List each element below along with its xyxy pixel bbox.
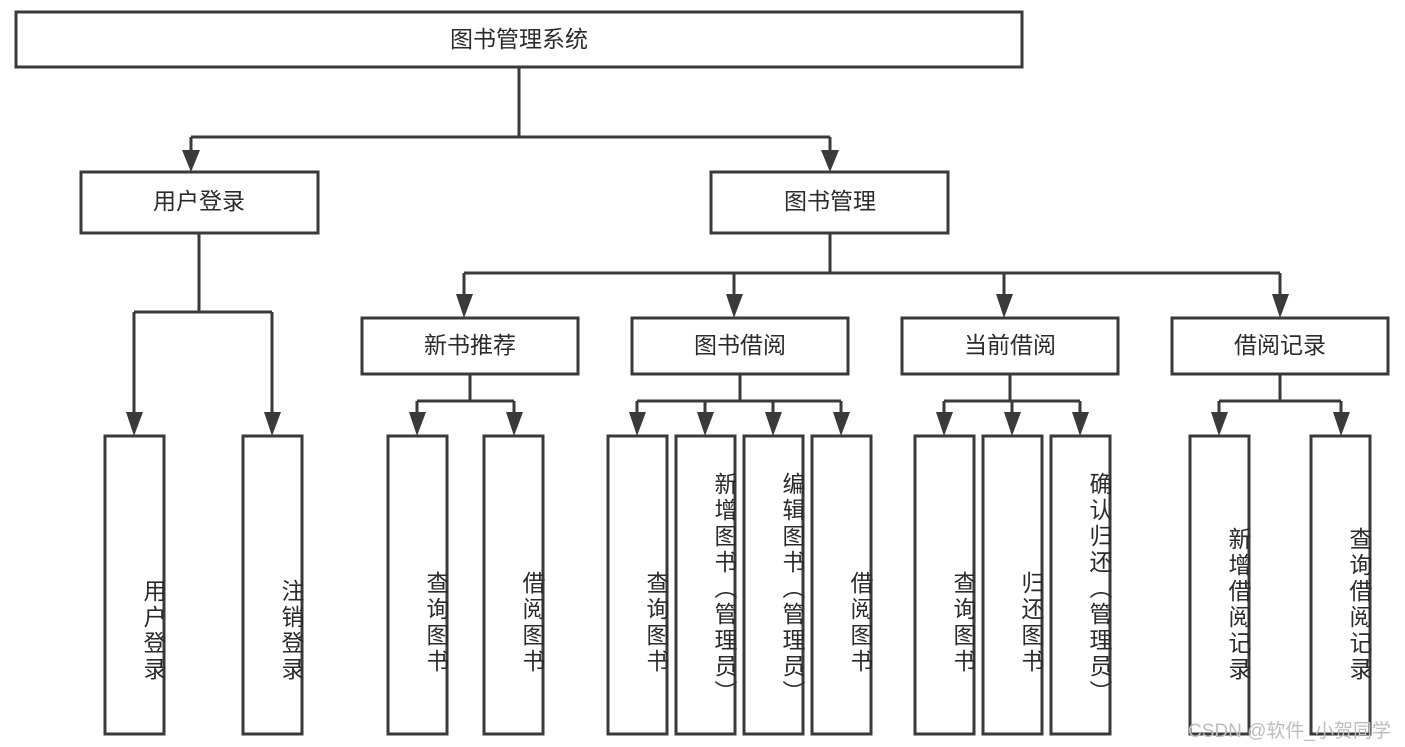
leaf-borrow-book-recommend-label: 借阅图书 bbox=[519, 571, 545, 675]
leaf-add-borrow-record-label: 新增借阅记录 bbox=[1225, 527, 1251, 683]
arrow-head-leaf-add-book bbox=[697, 412, 714, 436]
arrow-head-leaf-add-borrow-record bbox=[1211, 412, 1228, 436]
leaf-confirm-return-label: 确认归还（管理员） bbox=[1086, 472, 1112, 706]
node-borrow-record-box[interactable] bbox=[1170, 316, 1390, 376]
arrow-head-leaf-confirm-return bbox=[1072, 412, 1089, 436]
leaf-query-book-recommend-label: 查询图书 bbox=[423, 571, 449, 675]
arrow-head-leaf-borrow-book bbox=[833, 412, 850, 436]
node-current-borrow[interactable]: 当前借阅 bbox=[900, 316, 1120, 376]
leaf-query-book-borrow-box[interactable] bbox=[606, 434, 669, 736]
leaf-borrow-book-recommend-box[interactable] bbox=[482, 434, 545, 736]
leaf-return-book-label: 归还图书 bbox=[1018, 571, 1044, 675]
arrow-head-leaf-user-login bbox=[126, 412, 143, 436]
connector-group-current-borrow bbox=[936, 374, 1089, 436]
leaf-borrow-book-label: 借阅图书 bbox=[847, 571, 873, 675]
arrow-head-leaf-query-borrow-record bbox=[1333, 412, 1350, 436]
leaf-add-book-box[interactable] bbox=[674, 434, 737, 736]
connector-group-book-borrow bbox=[629, 374, 850, 436]
arrow-head-leaf-edit-book bbox=[765, 412, 782, 436]
node-root-label: 图书管理系统 bbox=[450, 26, 588, 52]
leaf-user-login-box[interactable] bbox=[103, 434, 166, 736]
leaf-borrow-book-box[interactable] bbox=[810, 434, 873, 736]
leaf-confirm-return-box[interactable] bbox=[1049, 434, 1112, 736]
node-book-borrow-label: 图书借阅 bbox=[694, 332, 786, 358]
node-root-box[interactable] bbox=[14, 10, 1024, 69]
leaf-query-book-current-label: 查询图书 bbox=[950, 571, 976, 675]
arrow-head-leaf-query-book-current bbox=[936, 412, 953, 436]
node-book-borrow[interactable]: 图书借阅 bbox=[630, 316, 850, 376]
leaf-edit-book-box[interactable] bbox=[742, 434, 805, 736]
leaf-query-book-borrow-label: 查询图书 bbox=[643, 571, 669, 675]
leaf-boxes bbox=[103, 434, 1372, 736]
leaf-return-book-box[interactable] bbox=[981, 434, 1044, 736]
arrow-head-leaf-borrow-book-recommend bbox=[506, 412, 523, 436]
arrow-head-to-book-borrow bbox=[726, 294, 743, 318]
arrow-head-leaf-query-book-borrow bbox=[629, 412, 646, 436]
arrow-head-to-new-book-recommend bbox=[456, 294, 473, 318]
leaf-user-login-label: 用户登录 bbox=[140, 578, 166, 683]
node-book-borrow-box[interactable] bbox=[630, 316, 850, 376]
node-current-borrow-label: 当前借阅 bbox=[964, 332, 1056, 358]
connector-group-user-login bbox=[126, 233, 281, 436]
arrow-head-leaf-return-book bbox=[1004, 412, 1021, 436]
leaf-query-borrow-record-label: 查询借阅记录 bbox=[1346, 527, 1372, 683]
leaf-edit-book-label: 编辑图书（管理员） bbox=[779, 472, 805, 706]
connector-group-borrow-record bbox=[1211, 374, 1350, 436]
leaf-query-book-current-box[interactable] bbox=[913, 434, 976, 736]
leaf-query-borrow-record-box[interactable] bbox=[1309, 434, 1372, 736]
connector-group-book-management bbox=[456, 233, 1289, 318]
connector-group-root bbox=[182, 67, 839, 172]
arrow-head-to-borrow-record bbox=[1272, 294, 1289, 318]
node-book-management[interactable]: 图书管理 bbox=[709, 170, 950, 235]
arrow-head-to-user-login bbox=[182, 150, 200, 172]
connector-group-new-book-recommend bbox=[409, 374, 523, 436]
node-new-book-recommend[interactable]: 新书推荐 bbox=[360, 316, 580, 376]
leaf-user-logout-box[interactable] bbox=[241, 434, 304, 736]
node-current-borrow-box[interactable] bbox=[900, 316, 1120, 376]
node-borrow-record-label: 借阅记录 bbox=[1234, 332, 1326, 358]
leaf-add-book-label: 新增图书（管理员） bbox=[711, 472, 737, 706]
node-user-login-box[interactable] bbox=[79, 170, 320, 235]
arrow-head-to-book-management bbox=[821, 150, 839, 172]
node-new-book-recommend-label: 新书推荐 bbox=[424, 332, 516, 358]
node-book-management-label: 图书管理 bbox=[784, 188, 876, 214]
arrow-head-to-current-borrow bbox=[996, 294, 1013, 318]
leaf-add-borrow-record-box[interactable] bbox=[1188, 434, 1251, 736]
leaf-user-logout-label: 注销登录 bbox=[278, 578, 304, 683]
arrow-head-leaf-query-book-recommend bbox=[409, 412, 426, 436]
node-user-login[interactable]: 用户登录 bbox=[79, 170, 320, 235]
node-borrow-record[interactable]: 借阅记录 bbox=[1170, 316, 1390, 376]
node-new-book-recommend-box[interactable] bbox=[360, 316, 580, 376]
leaf-query-book-recommend-box[interactable] bbox=[386, 434, 449, 736]
node-user-login-label: 用户登录 bbox=[153, 188, 245, 214]
arrow-head-leaf-user-logout bbox=[264, 412, 281, 436]
node-book-management-box[interactable] bbox=[709, 170, 950, 235]
node-root[interactable]: 图书管理系统 bbox=[14, 10, 1024, 69]
